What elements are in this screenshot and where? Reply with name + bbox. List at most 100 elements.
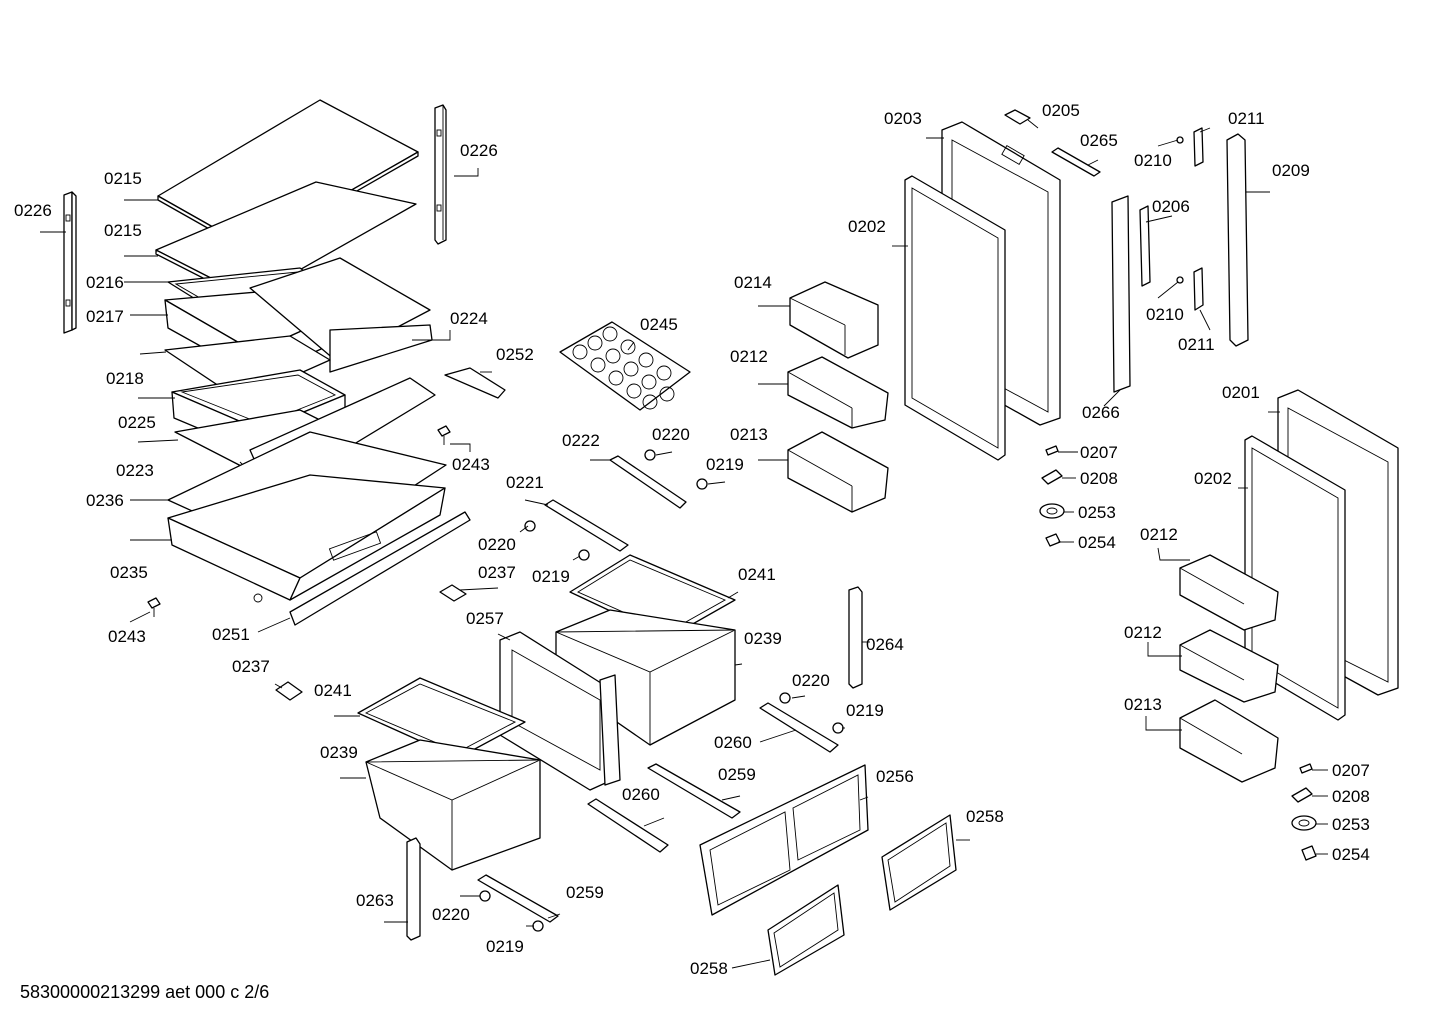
pin-0210-lower: [1176, 276, 1184, 284]
bin-0214: [789, 281, 879, 359]
callout-0235: 0235: [110, 563, 148, 582]
callout-0208-lower: 0208: [1332, 787, 1370, 806]
callout-0211-upper: 0211: [1228, 109, 1265, 128]
large-glass-shelf: [249, 257, 433, 373]
callout-0254-lower: 0254: [1332, 845, 1370, 864]
drawer-frame: [164, 335, 331, 401]
clip-0237-upper: [439, 584, 467, 602]
part-0253-lower: [1291, 815, 1317, 831]
callout-0224: 0224: [450, 309, 488, 328]
callout-0201: 0201: [1222, 383, 1260, 402]
roller-0219-b: [578, 549, 590, 561]
callout-0213-middle: 0213: [730, 425, 768, 444]
callout-0243-lower: 0243: [108, 627, 146, 646]
rail-0264: [848, 586, 863, 689]
callout-0264: 0264: [866, 635, 904, 654]
callout-0202-upper: 0202: [848, 217, 886, 236]
callout-0253-upper: 0253: [1078, 503, 1116, 522]
callout-0219-b: 0219: [532, 567, 570, 586]
drawer-frame-0257: [499, 631, 621, 791]
part-0205: [1004, 109, 1031, 125]
callout-0206: 0206: [1152, 197, 1190, 216]
callout-0216: 0216: [86, 273, 124, 292]
front-strip-0251: [289, 511, 471, 626]
part-0207-upper: [1045, 445, 1059, 456]
roller-0220-a: [644, 449, 656, 461]
bin-0212-right-upper: [1179, 554, 1279, 631]
part-0254-lower: [1301, 845, 1317, 861]
bin-0213-middle: [787, 431, 889, 513]
handle-0252: [444, 367, 506, 399]
callout-0207-lower: 0207: [1332, 761, 1370, 780]
screw-0243-upper: [437, 425, 451, 445]
callout-0219-c: 0219: [846, 701, 884, 720]
callout-0220-d: 0220: [432, 905, 470, 924]
strip-0266: [1111, 195, 1131, 393]
callout-0215-second: 0215: [104, 221, 142, 240]
callout-0263: 0263: [356, 891, 394, 910]
callout-0203: 0203: [884, 109, 922, 128]
clip-0237-lower: [275, 681, 303, 701]
callout-0219-a: 0219: [706, 455, 744, 474]
rail-0259-upper: [647, 763, 741, 819]
callout-0260-lower: 0260: [622, 785, 660, 804]
roller-0220-b: [524, 520, 536, 532]
callout-0220-b: 0220: [478, 535, 516, 554]
callout-0258-bottom: 0258: [690, 959, 728, 978]
bin-0212-middle: [787, 356, 889, 429]
callout-0213-right: 0213: [1124, 695, 1162, 714]
callout-0237-lower: 0237: [232, 657, 270, 676]
rail-0263: [406, 837, 421, 941]
callout-0220-a: 0220: [652, 425, 690, 444]
callout-0222: 0222: [562, 431, 600, 450]
part-0206: [1139, 205, 1151, 287]
part-0208-upper: [1041, 469, 1063, 485]
roller-0219-a: [696, 478, 708, 490]
callout-0220-c: 0220: [792, 671, 830, 690]
callout-0221: 0221: [506, 473, 544, 492]
callout-0241-lower: 0241: [314, 681, 352, 700]
bin-0213-right: [1179, 699, 1279, 783]
callout-0259-lower: 0259: [566, 883, 604, 902]
roller-0220-c: [779, 692, 791, 704]
callout-0266: 0266: [1082, 403, 1120, 422]
hinge-rail-0209: [1226, 133, 1249, 347]
bin-0212-right-lower: [1179, 629, 1279, 703]
document-id: 58300000213299 aet 000 c 2/6: [20, 982, 269, 1002]
callout-0223: 0223: [116, 461, 154, 480]
drawer-front-frame-0256: [699, 764, 869, 916]
callout-0211-lower: 0211: [1178, 335, 1215, 354]
leader-lines: [40, 119, 1328, 969]
crisper-drawer-0239-lower: [365, 739, 541, 871]
part-0208-lower: [1291, 787, 1313, 803]
roller-0219-c: [832, 722, 844, 734]
egg-tray-0245: [559, 321, 691, 411]
rail-0260-lower: [587, 798, 669, 853]
callout-0212-middle: 0212: [730, 347, 768, 366]
callout-0226-right: 0226: [460, 141, 498, 160]
callout-0256: 0256: [876, 767, 914, 786]
callout-0215-top: 0215: [104, 169, 142, 188]
callout-0243-upper: 0243: [452, 455, 490, 474]
callout-0254-upper: 0254: [1078, 533, 1116, 552]
callout-0239-lower: 0239: [320, 743, 358, 762]
callout-0210-upper: 0210: [1134, 151, 1172, 170]
hinge-0211-lower: [1193, 267, 1204, 311]
part-0254-upper: [1045, 533, 1061, 547]
callout-0212-right-lower: 0212: [1124, 623, 1162, 642]
callout-0205: 0205: [1042, 101, 1080, 120]
rail-0221: [544, 499, 629, 552]
callout-0209: 0209: [1272, 161, 1310, 180]
callout-0260-upper: 0260: [714, 733, 752, 752]
callout-0210-lower: 0210: [1146, 305, 1184, 324]
part-0253-upper: [1039, 503, 1065, 519]
callout-0225: 0225: [118, 413, 156, 432]
door-seal-0202-upper: [904, 175, 1006, 461]
callout-0212-right-upper: 0212: [1140, 525, 1178, 544]
callout-0257: 0257: [466, 609, 504, 628]
callout-0226-left: 0226: [14, 201, 52, 220]
hinge-0211-upper: [1193, 127, 1204, 167]
callout-0217: 0217: [86, 307, 124, 326]
seal-0258-right: [881, 814, 957, 911]
